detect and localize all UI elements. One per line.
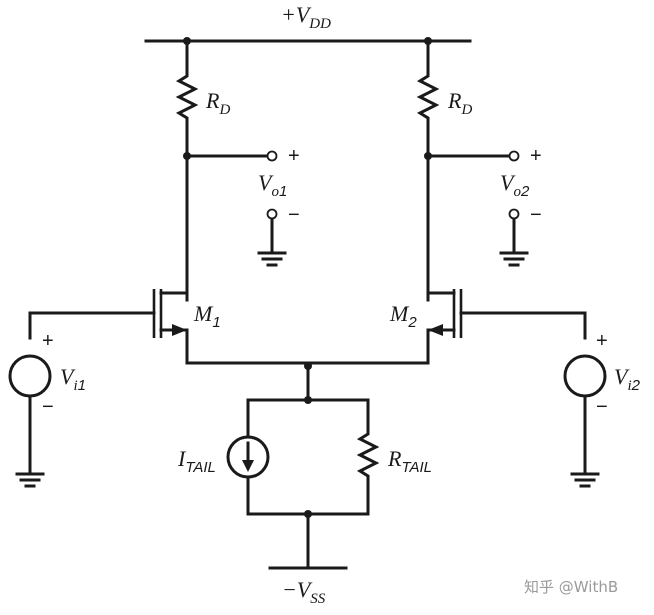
vo1-ground-icon (257, 251, 287, 267)
itail-arrowhead-icon (242, 460, 254, 472)
vi1-voltage-source (8, 354, 52, 398)
m2-label: M2 (389, 301, 417, 331)
vi2-minus-sign: − (596, 396, 608, 418)
vo2-ground-icon (499, 251, 529, 267)
vi1-minus-sign: − (42, 396, 54, 418)
vo1-plus-sign: + (288, 145, 300, 167)
vdd-label: +VDD (281, 2, 331, 32)
vi2-voltage-source (563, 354, 607, 398)
vi2-plus-sign: + (596, 330, 608, 352)
vo1-terminal-plus (266, 150, 278, 162)
vi1-label: Vi1 (60, 364, 86, 394)
vss-label: −VSS (282, 577, 326, 607)
rd-left-label: RD (205, 88, 230, 118)
rd-right-label: RD (447, 88, 472, 118)
rtail-resistor (356, 398, 380, 516)
rd-left-resistor (175, 39, 199, 302)
vo2-terminal-plus (508, 150, 520, 162)
vo2-label: Vo2 (500, 170, 530, 200)
vo1-label: Vo1 (258, 170, 287, 200)
vi1-ground-icon (15, 472, 45, 488)
vi2-ground-icon (570, 472, 600, 488)
watermark: 知乎 @WithB (524, 578, 618, 596)
itail-label: ITAIL (177, 446, 216, 476)
rd-right-resistor (416, 39, 440, 302)
vi1-plus-sign: + (42, 330, 54, 352)
vo2-terminal-minus (508, 208, 520, 220)
m1-transistor (28, 289, 189, 365)
rtail-label: RTAIL (387, 446, 432, 476)
vo2-minus-sign: − (530, 204, 542, 226)
vo1-minus-sign: − (288, 204, 300, 226)
vi2-label: Vi2 (614, 364, 641, 394)
m1-label: M1 (193, 301, 221, 331)
vo2-plus-sign: + (530, 145, 542, 167)
m2-transistor (426, 289, 587, 365)
vo1-terminal-minus (266, 208, 278, 220)
